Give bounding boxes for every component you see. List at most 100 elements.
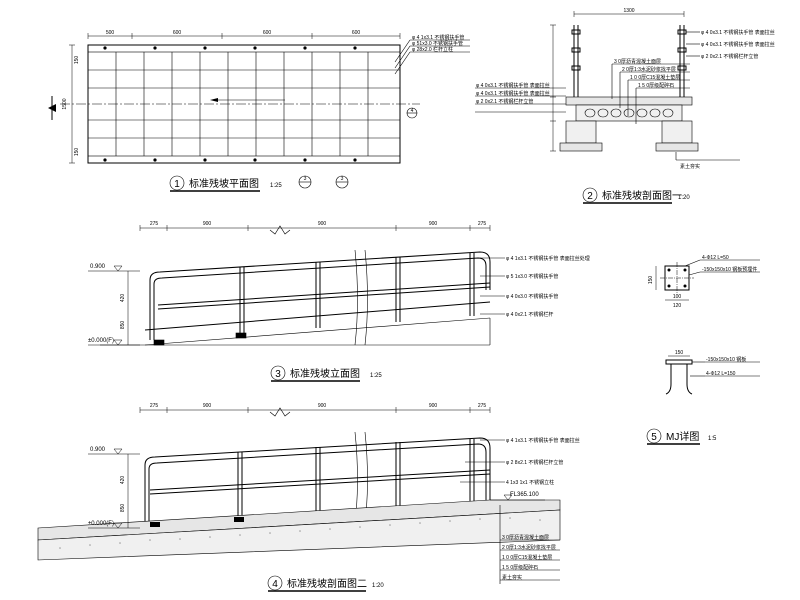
section1-right-note-2: φ 4 0x3.1 不锈钢扶手管 表面拉丝 [701,41,775,48]
elev-level-top: 0.900 [90,264,106,270]
sec2-layer-3: 1 0 0厚C15混凝土垫层 [502,554,552,561]
view-2-number: 2 [587,191,593,202]
elev-ramp [100,317,491,346]
plan-cut-markers: 3 3 [298,175,349,189]
section1-layer-1: 3 0厚沥青混凝土面层 [614,58,661,65]
elev-note-2: φ 5 1x3.0 不锈钢扶手管 [506,273,558,280]
section1-right-note-3: φ 2 0x2.1 不锈钢栏杆立管 [701,53,758,60]
mj-plate-section [665,359,693,365]
mj-note-3: -150x150x10 钢板 [706,356,746,363]
plan-note-3: φ 28x2.0 栏杆立柱 [412,46,453,53]
sec2-surface-layer [37,499,561,541]
view-5-number-circle [646,428,662,444]
sec2-layer-4: 1 5 0厚级配碎石 [502,564,538,571]
section-posts [571,25,687,97]
sec2-layer-1: 3 0厚沥青混凝土面层 [502,534,549,541]
elev-dim-1: 275 [150,221,159,227]
view-4-number-circle [267,575,283,591]
svg-text:4: 4 [411,108,414,114]
section-one-view: 1300 φ 4 0x3.1 不锈钢扶手管 表面拉丝 [475,8,775,204]
sec2-levels: 0.900 ±0.000(F) FL365.100 [88,447,545,529]
sec2-dim-h2: 850 [120,504,126,513]
sec2-layer-5: 素土夯实 [502,574,522,581]
plan-dim-2: 600 [173,30,182,36]
elev-dim-3: 900 [318,221,327,227]
plan-dim-side-bottom: 150 [74,148,80,157]
section1-layer-5: 素土夯实 [680,163,700,170]
view-1-title: 标准残坡平面图 [189,177,259,190]
plan-note-2: φ 51x3.0 不锈钢扶手管 [412,40,463,47]
section-footing-left [565,120,597,144]
elev-note-4: φ 4 0x2.1 不锈钢栏杆 [506,311,553,318]
plan-leaders [394,39,470,75]
elev-dim-h2: 850 [120,321,126,330]
sec2-level-top: 0.900 [90,447,106,453]
section-top-dim: 1300 [623,8,634,14]
sec2-note-1: φ 4 1x3.1 不锈钢扶手管 表面拉丝 [506,437,580,444]
plan-section-marker-right: 4 [406,107,418,119]
sec2-dim-4: 900 [429,403,438,409]
section1-left-note-2: φ 4 0x3.1 不锈钢扶手管 表面拉丝 [476,90,550,97]
plan-dim-3: 600 [263,30,272,36]
svg-text:3: 3 [304,176,307,182]
view-3-number-circle [270,365,286,381]
section1-layer-3: 1 0 0厚C15混凝土垫层 [630,74,680,81]
view-5-scale: 1:5 [708,436,717,442]
view-3-scale: 1:25 [370,373,382,379]
mj-dim-1: 100 [673,294,682,300]
view-3-title: 标准残坡立面图 [290,367,360,380]
view-4-title: 标准残坡剖面图二 [287,577,367,590]
elev-dim-5: 275 [478,221,487,227]
sec2-dim-1: 275 [150,403,159,409]
elev-level-base: ±0.000(F) [88,338,114,344]
sec2-dim-5: 275 [478,403,487,409]
sec2-level-base: ±0.000(F) [88,521,114,527]
view-2-scale: 1:20 [678,195,690,201]
view-3-number: 3 [275,369,281,380]
mj-detail-view: 100 120 150 4-Φ12 L=50 -150x150x10 钢板预埋件… [646,255,760,445]
elev-note-1: φ 4 1x3.1 不锈钢扶手管 表面拉丝处理 [506,255,590,262]
view-5-number: 5 [651,432,657,443]
elev-dim-2: 900 [203,221,212,227]
plan-note-1: φ 4 1x3.1 不锈钢扶手管 [412,34,464,41]
section-two-view: 275 900 900 900 275 [37,403,580,592]
sec2-dim-h1: 420 [120,476,126,485]
plan-dim-4: 600 [352,30,361,36]
elev-dim-h1: 420 [120,294,126,303]
elev-handrails [144,251,491,340]
svg-text:3: 3 [341,176,344,182]
sec2-dim-3: 900 [318,403,327,409]
section1-left-note-1: φ 4 0x3.1 不锈钢扶手管 表面拉丝 [476,82,550,89]
sec2-note-3: 4 1x3 1x1 不锈钢立柱 [506,479,554,486]
section1-layer-2: 2 0厚1:3水泥砂浆找平层 [622,66,676,73]
mj-note-2: -150x150x10 钢板预埋件 [702,266,757,273]
plan-posts [103,46,357,162]
sec2-posts [237,439,475,520]
plan-view: 500 600 600 600 1500 150 150 4 φ 4 1x3.1… [48,30,470,192]
view-2-title: 标准残坡剖面图一 [602,189,682,202]
sec2-aggregate [59,517,541,549]
mj-note-1: 4-Φ12 L=50 [702,255,729,261]
sec2-layer-2: 2 0厚1:3水泥砂浆找平层 [502,544,556,551]
plan-dim-1: 500 [106,30,115,36]
elev-dim-4: 900 [429,221,438,227]
mj-dim-2: 120 [673,303,682,309]
plan-dim-side-top: 150 [74,56,80,65]
section1-left-note-3: φ 2 0x2.1 不锈钢栏杆立管 [476,98,533,105]
view-4-number: 4 [272,579,278,590]
section1-layer-4: 1 5 0厚级配碎石 [638,82,674,89]
plan-section-marker-left [48,96,56,120]
plan-dim-side: 1500 [62,98,68,109]
elev-note-3: φ 4 0x3.0 不锈钢扶手管 [506,293,558,300]
section1-right-note-1: φ 4 0x3.1 不锈钢扶手管 表面拉丝 [701,29,775,36]
elevation-view: 275 900 900 900 275 [88,221,590,382]
view-1-number: 1 [174,179,180,190]
elev-levels: 0.900 ±0.000(F) [88,264,140,346]
view-4-scale: 1:20 [372,583,384,589]
view-1-number-circle [169,175,185,191]
sec2-note-2: φ 2 8x2.1 不锈钢栏杆立管 [506,459,563,466]
mj-dim-4: 150 [675,350,684,356]
sec2-level-right: FL365.100 [510,492,539,498]
section-gravel-layer [575,104,683,122]
